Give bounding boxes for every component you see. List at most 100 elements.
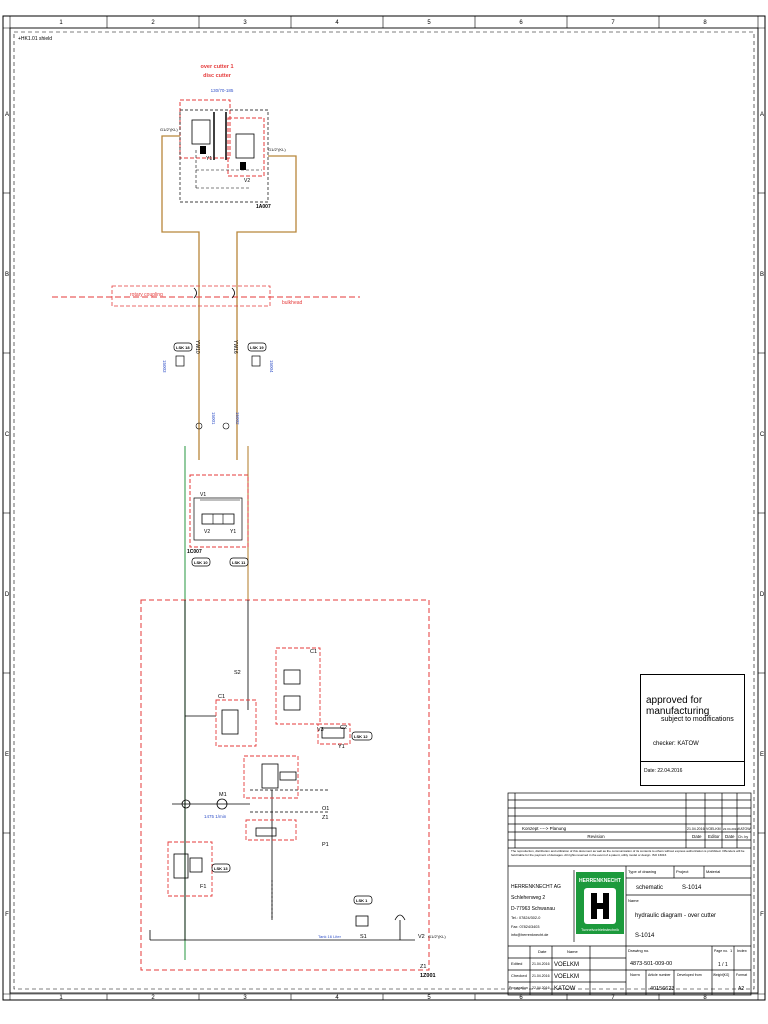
label-v3: V3 bbox=[317, 727, 324, 733]
weight-label: Weight[KG] bbox=[713, 973, 729, 977]
over-cutter-assembly bbox=[179, 99, 269, 203]
row-label-c: C bbox=[5, 432, 10, 438]
rev-row-date: 21.04.2016 bbox=[687, 827, 705, 831]
label-c1: C1 bbox=[218, 694, 225, 700]
label-z-bottom: Z1 bbox=[420, 964, 426, 970]
filter-f1-frame bbox=[167, 841, 213, 897]
col-label-7: 7 bbox=[611, 20, 615, 26]
label-lsk-b: LSK 19 bbox=[250, 345, 264, 350]
label-v2-bottom: V2 bbox=[418, 934, 425, 940]
col-label-2: 2 bbox=[151, 20, 155, 26]
motor-m1 bbox=[216, 798, 228, 810]
row-label-f: F bbox=[5, 912, 9, 918]
label-pressure-range: 130/70-185 bbox=[211, 88, 234, 93]
pump-frame bbox=[243, 755, 299, 799]
row-label-d: D bbox=[5, 592, 10, 598]
label-pos-a: 15003 bbox=[162, 360, 167, 373]
page-of: 1 / 1 bbox=[718, 962, 728, 968]
valve-v3-frame bbox=[317, 723, 351, 745]
row-label-a: A bbox=[5, 112, 9, 118]
label-g-bottom: G1/2"(KL) bbox=[428, 934, 446, 939]
cooler-frame bbox=[245, 819, 297, 841]
approval-checker: checker: KATOW bbox=[653, 741, 699, 747]
type-value: schematic bbox=[636, 885, 663, 891]
company-street: Schlehenweg 2 bbox=[511, 895, 545, 901]
hydraulic-lines bbox=[161, 135, 297, 460]
checked-label: Checked bbox=[511, 973, 527, 978]
row-label-b: B bbox=[5, 272, 9, 278]
col-label-1-bottom: 1 bbox=[59, 995, 63, 1001]
label-rotary-coupling: rotary coupling bbox=[130, 292, 163, 298]
label-lsk-a: LSK 18 bbox=[176, 345, 190, 350]
company-fax: Fax: 07824/3403 bbox=[511, 925, 540, 929]
label-disc-cutter: disc cutter bbox=[203, 73, 232, 79]
project-label: Project bbox=[676, 869, 689, 874]
column-ruler bbox=[3, 16, 765, 1000]
rev-row-text: Konzept ----> Planung bbox=[522, 826, 567, 831]
title-block bbox=[507, 792, 752, 996]
label-valve-y1: Y1 bbox=[230, 529, 236, 535]
drawing-label: Drawing no. bbox=[628, 948, 649, 953]
date-hdr: Date bbox=[538, 949, 547, 954]
approval-subtitle: subject to modifications bbox=[661, 716, 734, 723]
label-s2: S2 bbox=[234, 670, 241, 676]
label-o1: O1 bbox=[322, 806, 329, 812]
label-v2-top: V2 bbox=[244, 178, 250, 184]
label-valve-ic: 1C007 bbox=[187, 549, 202, 555]
checked-name: VOELKM bbox=[554, 974, 579, 980]
index-label: Index bbox=[737, 948, 747, 953]
outer-frame bbox=[2, 15, 766, 1001]
drawing-value: 4873-501-009-00 bbox=[630, 961, 672, 967]
approval-date: Date: 22.04.2016 bbox=[644, 768, 683, 774]
label-y1-top: Y1 bbox=[206, 156, 212, 162]
type-label: Type of drawing bbox=[628, 869, 656, 874]
norm-label: Norm bbox=[630, 972, 640, 977]
logo-sub: Tunnelvortriebstechnik bbox=[581, 928, 619, 932]
col-label-8-bottom: 8 bbox=[703, 995, 707, 1001]
label-m1: M1 bbox=[219, 792, 227, 798]
col-label-4-bottom: 4 bbox=[335, 995, 339, 1001]
dashed-frame bbox=[13, 31, 755, 990]
label-y1-mid: Y1 bbox=[338, 744, 345, 750]
label-speed: 1475 1/min bbox=[204, 814, 227, 819]
label-pos-b: 15004 bbox=[269, 360, 274, 373]
label-g-right: G1/2"(KL) bbox=[268, 147, 286, 152]
name-value2: S-1014 bbox=[635, 933, 655, 939]
valve-c1-frame bbox=[215, 699, 257, 747]
power-unit-frame bbox=[140, 599, 430, 971]
label-z1: Z1 bbox=[322, 815, 328, 821]
article-label: Article number bbox=[648, 973, 671, 977]
label-coupling-a: 15001 bbox=[211, 412, 216, 425]
label-g-left: G1/2"(KL) bbox=[160, 127, 178, 132]
label-over-cutter: over cutter 1 bbox=[200, 64, 233, 70]
approval-stamp: approved for manufacturing subject to mo… bbox=[640, 674, 745, 786]
row-label-f-right: F bbox=[760, 912, 764, 918]
material-label: Material bbox=[706, 869, 720, 874]
valve-block-1c007 bbox=[184, 446, 249, 960]
corner-note: +HK1.01 shield bbox=[18, 36, 52, 42]
label-p1: P1 bbox=[322, 842, 329, 848]
company-tel: Tel.: 07824/302-0 bbox=[511, 916, 540, 920]
company-email: info@herrenknecht.de bbox=[511, 933, 548, 937]
col-label-6: 6 bbox=[519, 20, 523, 26]
propagation-label: Propagation bbox=[509, 986, 528, 990]
company-city: D-77963 Schwanau bbox=[511, 906, 555, 912]
label-tank: Tank 16 Liter bbox=[318, 934, 342, 939]
col-label-3-bottom: 3 bbox=[243, 995, 247, 1001]
format-value: A2 bbox=[738, 986, 744, 992]
company-name: HERRENKNECHT AG bbox=[511, 884, 561, 890]
developed-label: Developed from bbox=[677, 973, 702, 977]
col-label-3: 3 bbox=[243, 20, 247, 26]
rev-row-ed1: VOELKM bbox=[706, 827, 721, 831]
name-value: hydraulic diagram - over cutter bbox=[635, 913, 716, 919]
row-label-e-right: E bbox=[760, 752, 764, 758]
row-label-b-right: B bbox=[760, 272, 764, 278]
format-label: Format bbox=[736, 973, 747, 977]
label-lsk-s1: LSK 1 bbox=[356, 898, 368, 903]
col-label-1: 1 bbox=[59, 20, 63, 26]
label-bulkhead: bulkhead bbox=[282, 300, 303, 306]
row-label-a-right: A bbox=[760, 112, 764, 118]
label-ya-top: 1A007 bbox=[256, 204, 271, 210]
herrenknecht-logo: HERRENKNECHT Tunnelvortriebstechnik bbox=[576, 872, 624, 934]
